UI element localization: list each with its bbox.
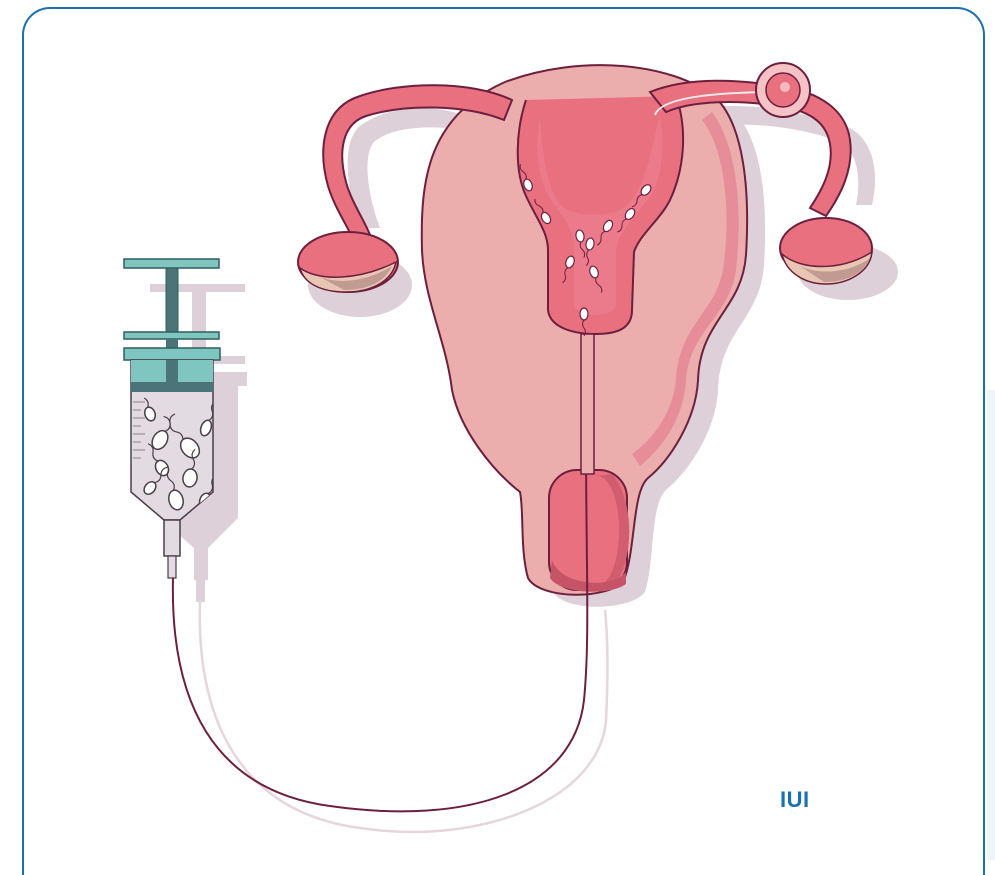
- diagram-label: IUI: [780, 787, 810, 813]
- ovary-left-icon: [298, 232, 398, 292]
- catheter-shadow: [200, 600, 608, 832]
- egg-cell-icon: [756, 63, 810, 117]
- catheter-tip: [581, 334, 594, 474]
- ovary-right-icon: [780, 218, 872, 284]
- uterus: [422, 65, 747, 595]
